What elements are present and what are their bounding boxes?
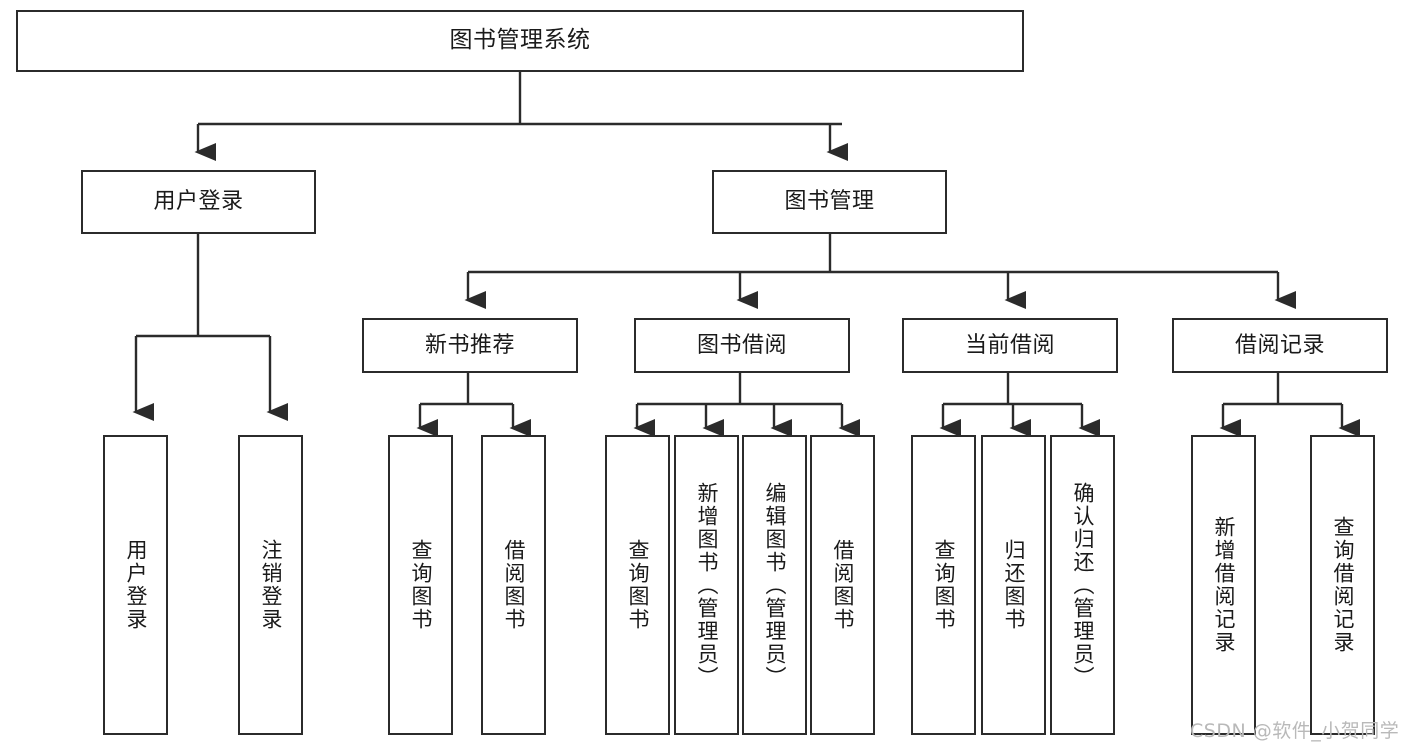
node-label: 图书借阅	[696, 332, 787, 358]
node-label: 借阅图书	[502, 539, 527, 631]
node-label: 编辑图书（管理员）	[763, 481, 788, 689]
leaf-borrow-borrow-book[interactable]: 借阅图书	[810, 435, 875, 735]
node-label: 用户登录	[124, 539, 149, 631]
node-label: 查询图书	[932, 539, 957, 631]
leaf-current-confirm-return-admin[interactable]: 确认归还（管理员）	[1050, 435, 1115, 735]
leaf-borrow-edit-book-admin[interactable]: 编辑图书（管理员）	[742, 435, 807, 735]
node-label: 归还图书	[1002, 539, 1027, 631]
node-label: 查询图书	[409, 539, 434, 631]
leaf-records-query-record[interactable]: 查询借阅记录	[1310, 435, 1375, 735]
node-label: 新增图书（管理员）	[695, 481, 720, 689]
leaf-borrow-add-book-admin[interactable]: 新增图书（管理员）	[674, 435, 739, 735]
leaf-records-add-record[interactable]: 新增借阅记录	[1191, 435, 1256, 735]
leaf-user-login-signout[interactable]: 注销登录	[238, 435, 303, 735]
node-label: 确认归还（管理员）	[1071, 481, 1096, 689]
node-label: 借阅记录	[1234, 332, 1325, 358]
leaf-current-return-book[interactable]: 归还图书	[981, 435, 1046, 735]
node-label: 新书推荐	[424, 332, 515, 358]
leaf-user-login-signin[interactable]: 用户登录	[103, 435, 168, 735]
node-label: 图书管理系统	[449, 27, 591, 54]
node-root-system[interactable]: 图书管理系统	[16, 10, 1024, 72]
leaf-new-book-borrow[interactable]: 借阅图书	[481, 435, 546, 735]
node-label: 新增借阅记录	[1212, 516, 1237, 654]
leaf-current-query-book[interactable]: 查询图书	[911, 435, 976, 735]
leaf-borrow-query-book[interactable]: 查询图书	[605, 435, 670, 735]
node-user-login[interactable]: 用户登录	[81, 170, 316, 234]
node-book-management[interactable]: 图书管理	[712, 170, 947, 234]
node-label: 图书管理	[784, 189, 875, 215]
node-label: 借阅图书	[831, 539, 856, 631]
node-borrow-records[interactable]: 借阅记录	[1172, 318, 1388, 373]
leaf-new-book-query[interactable]: 查询图书	[388, 435, 453, 735]
node-current-borrow[interactable]: 当前借阅	[902, 318, 1118, 373]
node-label: 查询借阅记录	[1331, 516, 1356, 654]
node-label: 查询图书	[626, 539, 651, 631]
node-label: 注销登录	[259, 539, 284, 631]
node-book-borrow[interactable]: 图书借阅	[634, 318, 850, 373]
node-label: 用户登录	[153, 189, 244, 215]
node-new-book-recommend[interactable]: 新书推荐	[362, 318, 578, 373]
csdn-watermark: CSDN @软件_小贺同学	[1190, 720, 1400, 742]
node-label: 当前借阅	[964, 332, 1055, 358]
